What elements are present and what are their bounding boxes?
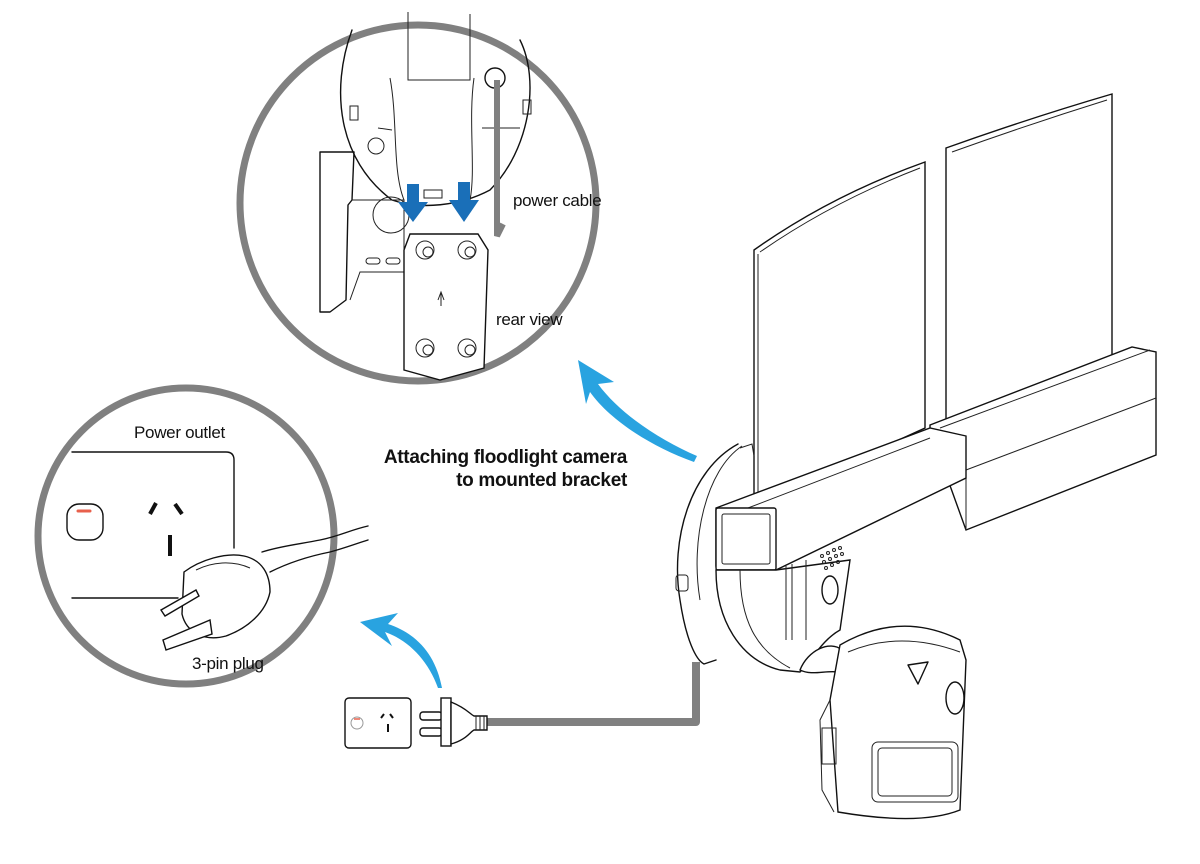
down-arrow-icon <box>398 184 428 222</box>
curved-arrow-icon <box>578 360 697 462</box>
rear-view-callout <box>236 12 600 385</box>
diagram-title-line-2: to mounted bracket <box>456 470 627 491</box>
diagram-title: Attaching floodlight camera to mounted b… <box>384 446 627 492</box>
down-arrow-icon <box>449 182 479 222</box>
floodlight-camera-icon <box>675 93 1157 820</box>
power-outlet-label: Power outlet <box>134 423 225 442</box>
curved-arrow-icon <box>360 613 442 688</box>
three-pin-plug-icon <box>419 697 488 747</box>
speaker-grille <box>820 546 844 570</box>
plug-label: 3-pin plug <box>192 654 264 673</box>
power-cable <box>487 662 700 726</box>
diagram-title-line-1: Attaching floodlight camera <box>383 447 627 468</box>
power-outlet-icon <box>344 697 412 749</box>
rear-view-label: rear view <box>496 310 563 329</box>
power-connection-callout <box>34 384 369 688</box>
power-cable-label: power cable <box>513 191 602 210</box>
